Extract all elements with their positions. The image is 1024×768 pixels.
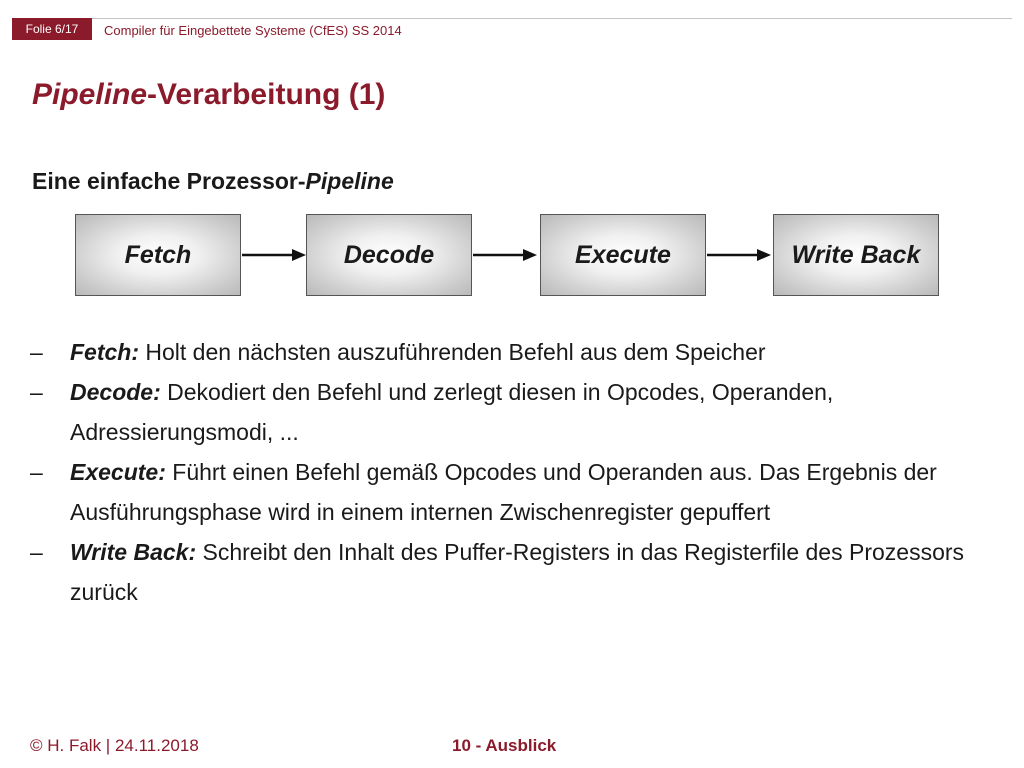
list-item: – Decode: Dekodiert den Befehl und zerleg… <box>30 372 1000 452</box>
bullet-dash: – <box>30 339 43 365</box>
list-item: – Write Back: Schreibt den Inhalt des Puf… <box>30 532 1000 612</box>
page-title: Pipeline-Verarbeitung (1) <box>32 78 385 112</box>
bullet-term: Write Back: <box>70 539 197 565</box>
subtitle-italic-part: Pipeline <box>305 168 394 194</box>
bullet-dash: – <box>30 539 43 565</box>
stage-fetch: Fetch <box>75 214 241 296</box>
stage-write-back: Write Back <box>773 214 939 296</box>
bullet-list: – Fetch: Holt den nächsten auszuführenden… <box>30 332 1000 612</box>
subtitle-normal-part: Eine einfache Prozessor- <box>32 168 306 194</box>
arrow-right-icon <box>473 249 537 261</box>
section-subtitle: Eine einfache Prozessor-Pipeline <box>32 168 394 195</box>
stage-decode: Decode <box>306 214 472 296</box>
course-title: Compiler für Eingebettete Systeme (CfES)… <box>104 23 402 38</box>
slide-number-badge: Folie 6/17 <box>12 18 92 40</box>
list-item: – Fetch: Holt den nächsten auszuführenden… <box>30 332 1000 372</box>
bullet-term: Decode: <box>70 379 161 405</box>
arrow-right-icon <box>242 249 306 261</box>
title-italic-part: Pipeline <box>32 78 148 111</box>
bullet-term: Execute: <box>70 459 166 485</box>
bullet-dash: – <box>30 459 43 485</box>
stage-execute: Execute <box>540 214 706 296</box>
bullet-text: Dekodiert den Befehl und zerlegt diesen … <box>70 379 834 445</box>
bullet-text: Holt den nächsten auszuführenden Befehl … <box>139 339 766 365</box>
footer-section: 10 - Ausblick <box>452 736 557 755</box>
bullet-term: Fetch: <box>70 339 139 365</box>
arrow-right-icon <box>707 249 771 261</box>
list-item: – Execute: Führt einen Befehl gemäß Opcod… <box>30 452 1000 532</box>
header-divider <box>12 18 1012 19</box>
title-rest: -Verarbeitung (1) <box>147 78 386 111</box>
bullet-dash: – <box>30 379 43 405</box>
bullet-text: Schreibt den Inhalt des Puffer-Registers… <box>70 539 965 605</box>
bullet-text: Führt einen Befehl gemäß Opcodes und Ope… <box>70 459 937 525</box>
footer-author-date: © H. Falk | 24.11.2018 <box>30 736 199 755</box>
